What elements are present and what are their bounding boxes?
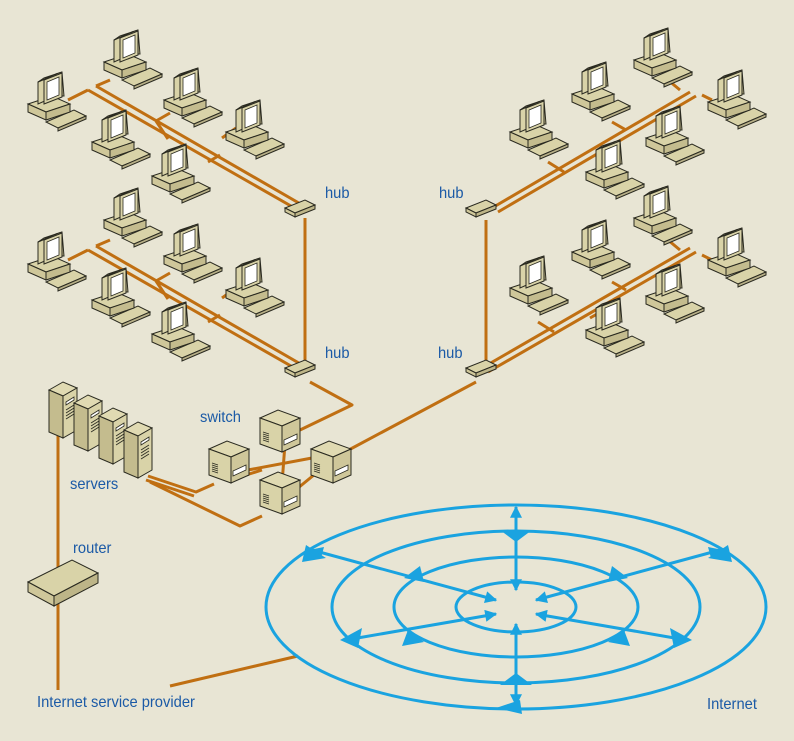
cable-hub-to-switch-left: [299, 380, 354, 432]
computer-icon: [91, 267, 151, 328]
isp-label: Internet service provider: [37, 694, 195, 711]
cable-hub-to-switch-right: [329, 380, 477, 462]
switch-unit-icon: [310, 440, 352, 484]
computer-icon: [707, 69, 767, 130]
server-rack: [48, 381, 153, 479]
router-icon: [26, 559, 100, 607]
switch-unit-icon: [259, 409, 301, 453]
hub-icon-left-bottom: [284, 359, 316, 378]
computer-icon: [103, 29, 163, 90]
arrow-icon: [302, 545, 326, 562]
hub-label-left-bottom: hub: [325, 345, 350, 362]
hub-icon-right-bottom: [465, 359, 497, 378]
computer-icon: [27, 231, 87, 292]
servers-label: servers: [70, 476, 119, 493]
hub-label-left-top: hub: [325, 185, 350, 202]
computer-icon: [571, 219, 631, 280]
arrow-icon: [608, 566, 628, 582]
server-icon: [98, 407, 128, 465]
computer-icon: [633, 27, 693, 88]
internet-spoke: [534, 609, 688, 645]
arrow-icon: [708, 545, 732, 562]
computer-icon: [103, 187, 163, 248]
computer-icon: [151, 143, 211, 204]
internet-spoke: [310, 547, 498, 603]
hub-icon-left-top: [284, 199, 316, 218]
computer-group-left-bottom: [27, 187, 285, 362]
server-icon: [123, 421, 153, 479]
internet-spoke: [344, 609, 498, 645]
internet-nodes: [302, 530, 732, 714]
computer-icon: [707, 227, 767, 288]
switch-unit-icon: [208, 440, 250, 484]
computer-icon: [163, 67, 223, 128]
arrow-icon: [340, 628, 362, 648]
computer-icon: [585, 297, 645, 358]
computer-icon: [509, 255, 569, 316]
hub-label-right-bottom: hub: [438, 345, 463, 362]
switch-label: switch: [200, 409, 241, 426]
server-icon: [48, 381, 78, 439]
computer-icon: [27, 71, 87, 132]
computer-icon: [151, 301, 211, 362]
computer-icon: [571, 61, 631, 122]
hub-label-right-top: hub: [439, 185, 464, 202]
hub-icon-right-top: [465, 199, 497, 218]
computer-icon: [225, 99, 285, 160]
cable-backbone-left-top: [87, 88, 299, 212]
cable-servers-to-switch: [147, 474, 215, 494]
computer-icon: [633, 185, 693, 246]
arrow-icon: [670, 628, 692, 648]
computer-icon: [645, 263, 705, 324]
internet-label: Internet: [707, 696, 757, 713]
computer-icon: [163, 223, 223, 284]
arrow-icon: [404, 566, 424, 582]
computer-icon: [225, 257, 285, 318]
internet-spoke: [534, 547, 722, 603]
computer-icon: [645, 105, 705, 166]
server-icon: [73, 394, 103, 452]
arrow-icon: [402, 630, 424, 646]
arrow-icon: [608, 630, 630, 646]
arrow-icon: [496, 700, 522, 714]
switch-unit-icon: [259, 471, 301, 515]
cable-isp-to-internet: [169, 654, 299, 688]
computer-icon: [509, 99, 569, 160]
computer-group-left-top: [27, 29, 285, 204]
arrow-icon: [500, 530, 532, 542]
router-label: router: [73, 540, 112, 557]
arrow-icon: [500, 673, 532, 685]
